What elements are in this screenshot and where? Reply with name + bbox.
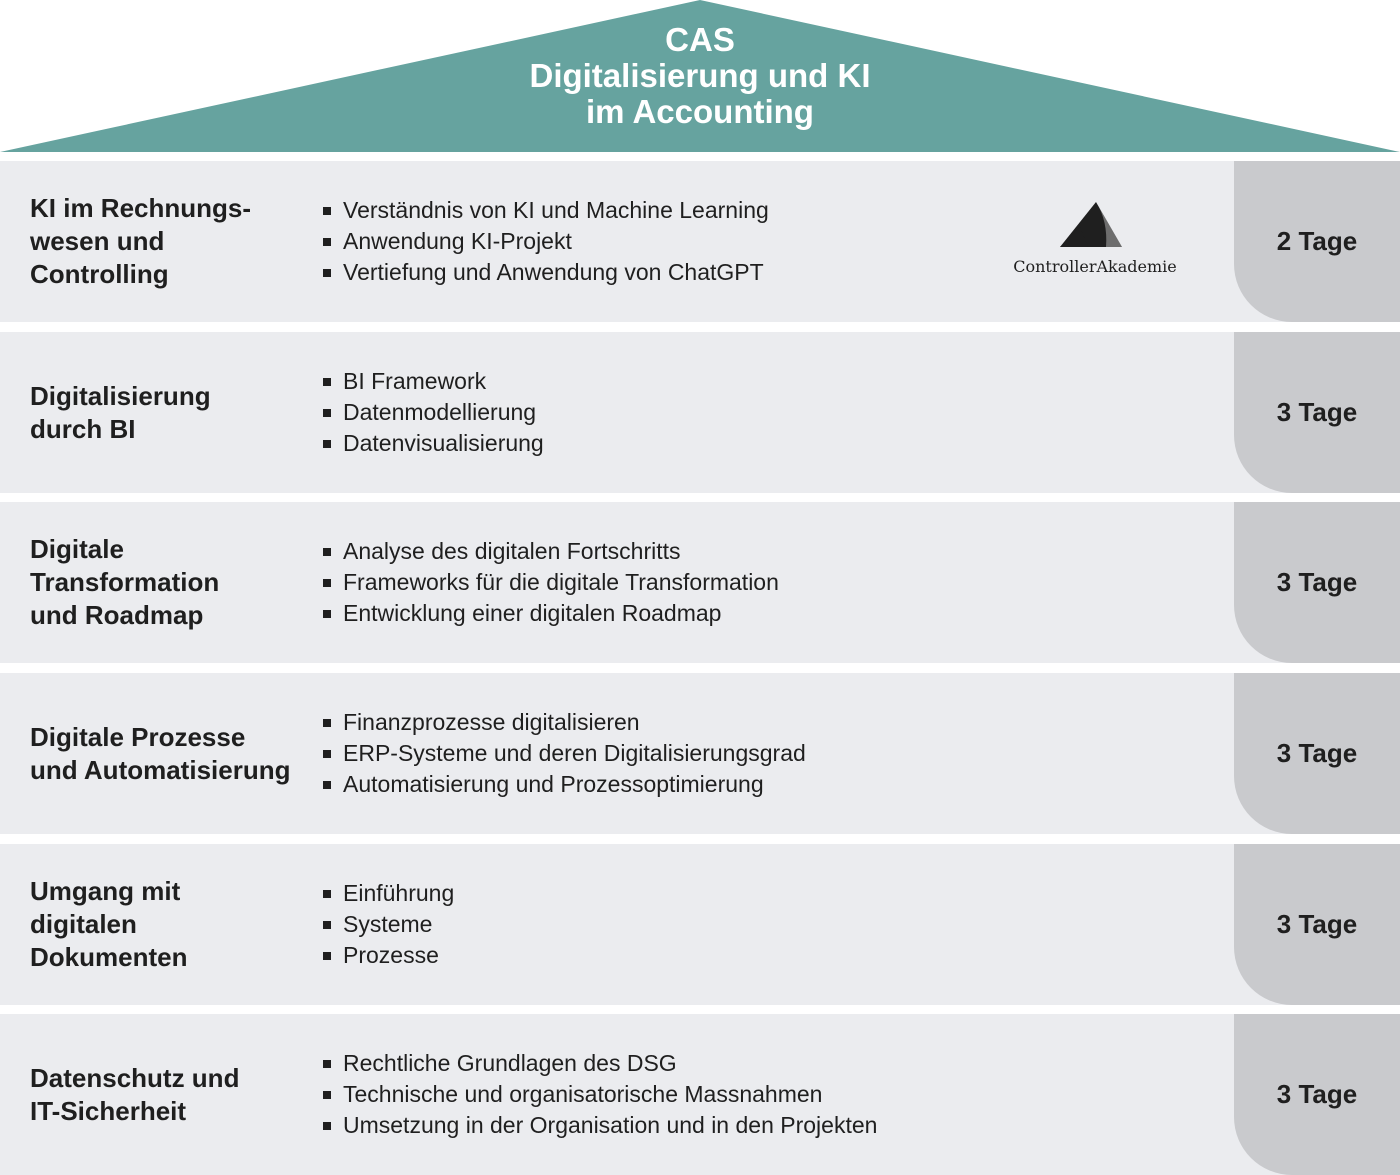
controller-akademie-logo: ControllerAkademie xyxy=(1005,199,1185,279)
topic-item: BI Framework xyxy=(322,366,1202,397)
module-digitalisierung-bi: Digitalisierung durch BI BI Framework Da… xyxy=(0,332,1400,493)
module-title: Umgang mit digitalen Dokumenten xyxy=(30,876,188,972)
topic-item: Analyse des digitalen Fortschritts xyxy=(322,536,1202,567)
topic-item: Einführung xyxy=(322,878,1202,909)
duration-badge: 2 Tage xyxy=(1234,161,1400,322)
duration-badge: 3 Tage xyxy=(1234,673,1400,834)
program-title-line-3: im Accounting xyxy=(586,93,814,130)
duration-badge: 3 Tage xyxy=(1234,1014,1400,1175)
topic-item: Technische und organisatorische Massnahm… xyxy=(322,1079,1202,1110)
module-topic-list: Finanzprozesse digitalisieren ERP-System… xyxy=(322,673,1202,834)
logo-wordmark: ControllerAkademie xyxy=(1013,257,1177,276)
topic-item: Prozesse xyxy=(322,940,1202,971)
program-title-line-1: CAS xyxy=(665,21,735,58)
module-digitale-prozesse: Digitale Prozesse und Automatisierung Fi… xyxy=(0,673,1400,834)
module-title: KI im Rechnungs- wesen und Controlling xyxy=(30,193,252,289)
module-title: Digitalisierung durch BI xyxy=(30,380,211,444)
duration-badge: 3 Tage xyxy=(1234,844,1400,1005)
topic-item: Vertiefung und Anwendung von ChatGPT xyxy=(322,257,1202,288)
topic-item: Datenmodellierung xyxy=(322,397,1202,428)
topic-item: Rechtliche Grundlagen des DSG xyxy=(322,1048,1202,1079)
topic-item: ERP-Systeme und deren Digitalisierungsgr… xyxy=(322,738,1202,769)
topic-item: Frameworks für die digitale Transformati… xyxy=(322,567,1202,598)
program-title-line-2: Digitalisierung und KI xyxy=(529,57,871,94)
module-topic-list: BI Framework Datenmodellierung Datenvisu… xyxy=(322,332,1202,493)
program-title: CAS Digitalisierung und KI im Accounting xyxy=(450,22,950,130)
module-ki-rechnungswesen: KI im Rechnungs- wesen und Controlling V… xyxy=(0,161,1400,322)
module-title: Digitale Prozesse und Automatisierung xyxy=(30,721,291,785)
duration-badge: 3 Tage xyxy=(1234,502,1400,663)
roof-shape xyxy=(0,0,1400,152)
module-topic-list: Verständnis von KI und Machine Learning … xyxy=(322,161,1202,322)
module-digitale-transformation: Digitale Transformation und Roadmap Anal… xyxy=(0,502,1400,663)
topic-item: Automatisierung und Prozessoptimierung xyxy=(322,769,1202,800)
topic-item: Umsetzung in der Organisation und in den… xyxy=(322,1110,1202,1141)
topic-item: Datenvisualisierung xyxy=(322,428,1202,459)
module-topic-list: Rechtliche Grundlagen des DSG Technische… xyxy=(322,1014,1202,1175)
topic-item: Verständnis von KI und Machine Learning xyxy=(322,195,1202,226)
module-title: Datenschutz und IT-Sicherheit xyxy=(30,1062,240,1126)
module-title: Digitale Transformation und Roadmap xyxy=(30,534,220,630)
module-topic-list: Analyse des digitalen Fortschritts Frame… xyxy=(322,502,1202,663)
topic-item: Anwendung KI-Projekt xyxy=(322,226,1202,257)
module-datenschutz: Datenschutz und IT-Sicherheit Rechtliche… xyxy=(0,1014,1400,1175)
topic-item: Systeme xyxy=(322,909,1202,940)
topic-item: Entwicklung einer digitalen Roadmap xyxy=(322,598,1202,629)
duration-badge: 3 Tage xyxy=(1234,332,1400,493)
topic-item: Finanzprozesse digitalisieren xyxy=(322,707,1202,738)
module-topic-list: Einführung Systeme Prozesse xyxy=(322,844,1202,1005)
triangle-mountain-icon xyxy=(1060,202,1122,247)
module-digitale-dokumente: Umgang mit digitalen Dokumenten Einführu… xyxy=(0,844,1400,1005)
